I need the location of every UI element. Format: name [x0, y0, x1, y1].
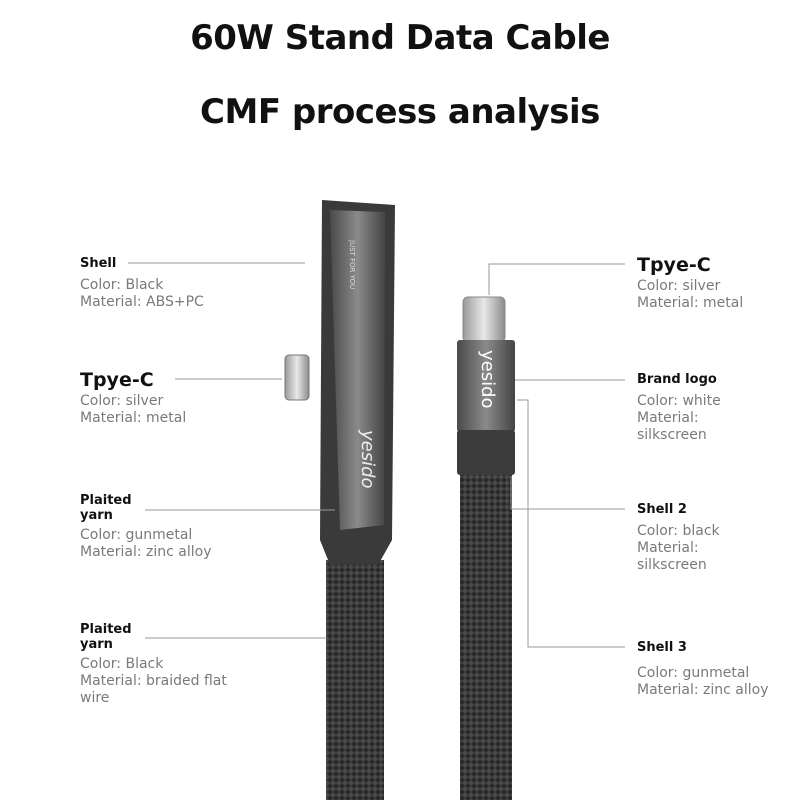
- shell-2-sleeve: [457, 430, 515, 475]
- side-type-c-plug: [284, 354, 310, 401]
- right-braided-cable: [460, 470, 512, 800]
- stand-connector: JUST FOR YOU yesido: [284, 200, 395, 800]
- title-line-1: 60W Stand Data Cable: [190, 18, 610, 58]
- leader-lines: [128, 262, 625, 648]
- left-braided-cable: [326, 560, 384, 800]
- left-brand-logo: yesido: [357, 429, 378, 489]
- right-type-c-plug: [462, 296, 506, 343]
- right-brand-logo: yesido: [477, 350, 498, 409]
- engraving: JUST FOR YOU: [348, 239, 356, 289]
- straight-connector: yesido: [457, 296, 515, 800]
- left-zinc-plate: [330, 210, 385, 530]
- title-line-2: CMF process analysis: [200, 92, 600, 132]
- brand-logo-sleeve: [457, 340, 515, 432]
